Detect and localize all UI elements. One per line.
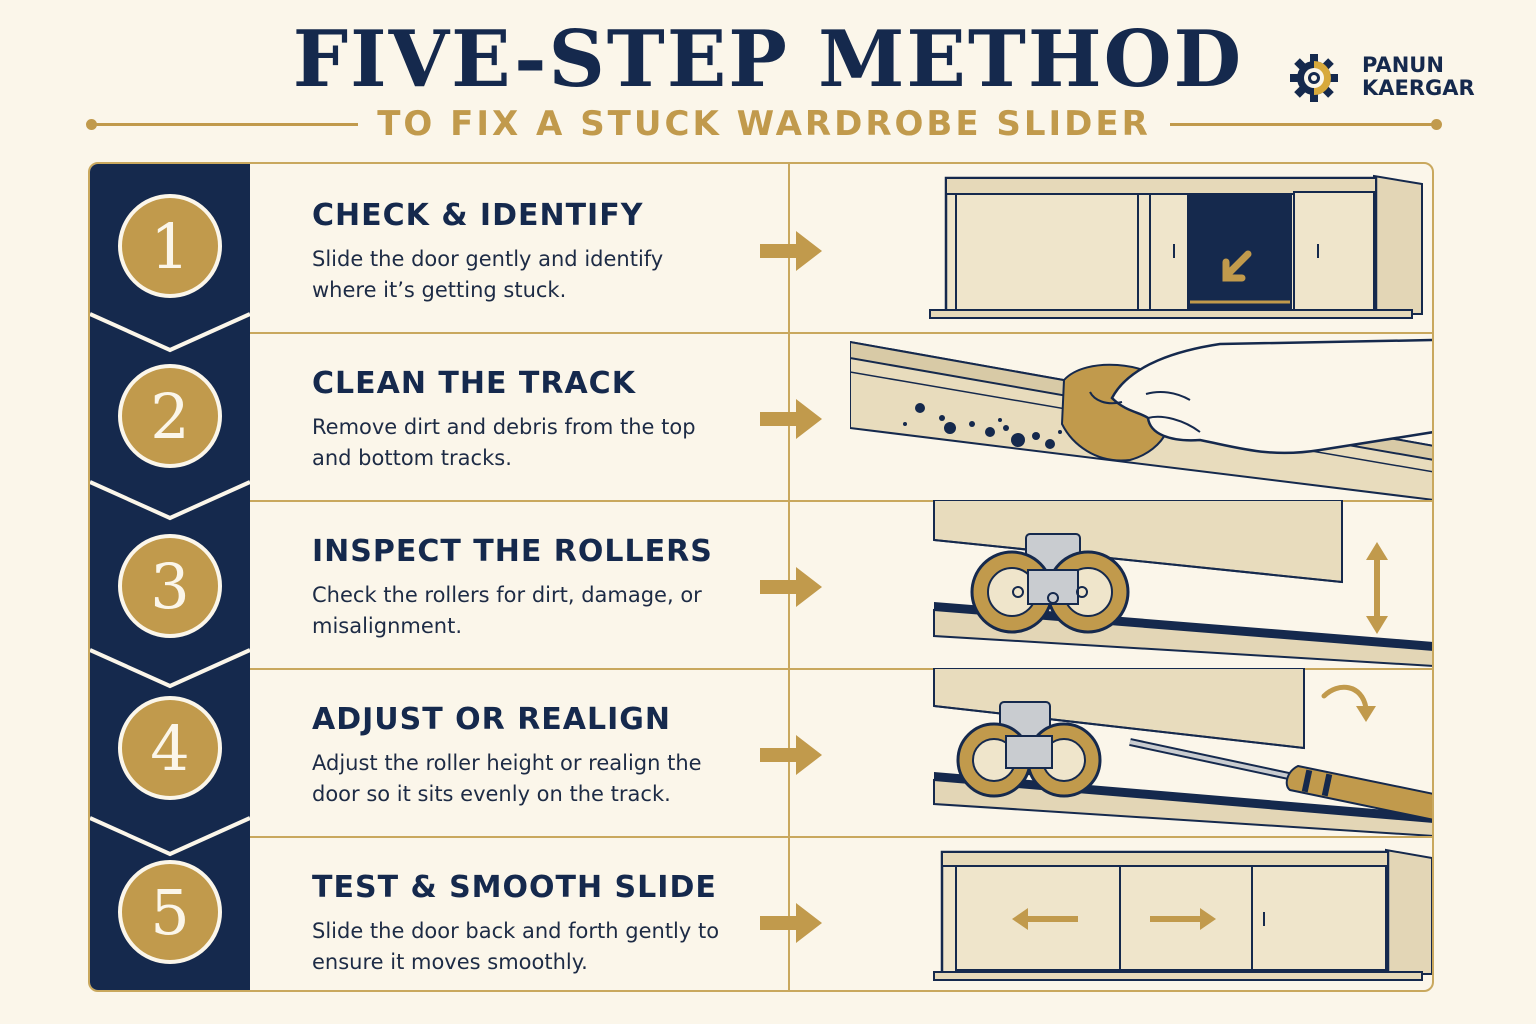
right-arrow-icon: [760, 231, 822, 271]
step-description: Check the rollers for dirt, damage, or m…: [312, 583, 702, 638]
brand-line-1: PANUN: [1362, 53, 1444, 77]
column-divider: [788, 836, 790, 990]
step-title: INSPECT THE ROLLERS: [312, 534, 713, 569]
rule-dot: [86, 119, 97, 130]
track-cleaning-illustration: [850, 338, 1432, 500]
step-row-5: TEST & SMOOTH SLIDE Slide the door back …: [250, 836, 1432, 990]
smooth-slide-illustration: [933, 848, 1432, 981]
step-row-3: INSPECT THE ROLLERS Check the rollers fo…: [250, 500, 1432, 668]
step-description: Slide the door gently and identify where…: [312, 247, 664, 302]
row-divider: [250, 836, 1432, 838]
page-subtitle: TO FIX A STUCK WARDROBE SLIDER: [377, 104, 1151, 144]
rule-line: [1170, 123, 1434, 126]
step-description: Slide the door back and forth gently to …: [312, 919, 720, 974]
row-divider: [250, 500, 1432, 502]
brand-logo: PANUN KAERGAR: [1288, 50, 1488, 102]
step-description: Adjust the roller height or realign the …: [312, 751, 702, 806]
row-divider: [250, 668, 1432, 670]
step-title: CHECK & IDENTIFY: [312, 198, 644, 233]
right-arrow-icon: [760, 903, 822, 943]
step-number: 1: [150, 210, 189, 283]
step-row-4: ADJUST OR REALIGN Adjust the roller heig…: [250, 668, 1432, 836]
gear-icon: [1290, 54, 1338, 102]
step-row-1: CHECK & IDENTIFY Slide the door gently a…: [250, 164, 1432, 332]
row-divider: [250, 332, 1432, 334]
right-arrow-icon: [760, 567, 822, 607]
page-title: FIVE-STEP METHOD: [292, 14, 1244, 105]
step-title: CLEAN THE TRACK: [312, 366, 636, 401]
step-description: Remove dirt and debris from the top and …: [312, 415, 696, 470]
step-ribbon: 1 2 3 4 5: [90, 164, 250, 990]
roller-adjustment-illustration: [933, 668, 1432, 836]
wardrobe-illustration: [929, 174, 1423, 319]
step-title: ADJUST OR REALIGN: [312, 702, 672, 737]
step-number: 3: [150, 550, 189, 623]
step-row-2: CLEAN THE TRACK Remove dirt and debris f…: [250, 332, 1432, 500]
rule-dot: [1431, 119, 1442, 130]
step-number: 2: [150, 380, 189, 453]
roller-inspection-illustration: [933, 500, 1432, 667]
right-arrow-icon: [760, 399, 822, 439]
steps-panel: 1 2 3 4 5 CHECK & IDENTIFY Slide the doo…: [88, 162, 1434, 992]
brand-line-2: KAERGAR: [1362, 76, 1475, 100]
right-arrow-icon: [760, 735, 822, 775]
brand-name: PANUN KAERGAR: [1362, 54, 1475, 100]
step-number: 5: [150, 876, 189, 949]
subtitle-row: TO FIX A STUCK WARDROBE SLIDER: [86, 102, 1442, 146]
step-number-badges: [118, 194, 222, 964]
rule-line: [94, 123, 358, 126]
step-number: 4: [150, 712, 189, 785]
step-title: TEST & SMOOTH SLIDE: [312, 870, 717, 905]
